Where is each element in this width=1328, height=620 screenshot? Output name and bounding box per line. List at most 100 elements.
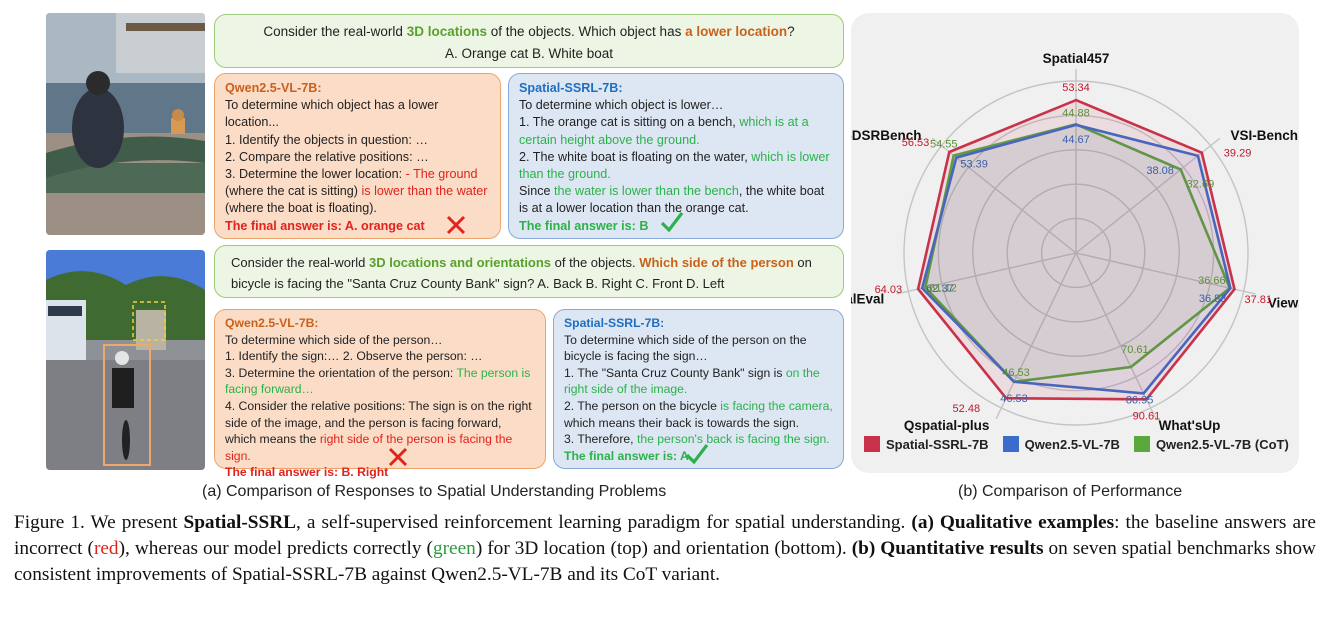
correct-reasoning: which is lower than the ground. bbox=[519, 149, 830, 182]
bottom-question-box: Consider the real-world 3D locations and… bbox=[214, 245, 844, 298]
caption-text: : the baseline answers are incorrect ( bbox=[14, 512, 1316, 559]
top-question: Consider the real-world 3D locations of … bbox=[215, 21, 843, 43]
caption-text: Figure 1. We present bbox=[14, 512, 184, 533]
grid-spoke bbox=[1075, 252, 1256, 295]
caption-text: on seven spatial benchmarks show consist… bbox=[14, 538, 1316, 585]
grid-spoke bbox=[1075, 137, 1221, 254]
caption-bold: (b) Quantitative results bbox=[851, 538, 1044, 559]
response-text: 1. The "Santa Cruz County Bank" sign is bbox=[564, 365, 786, 380]
bench-cat-photo bbox=[46, 13, 205, 235]
caption-red-word: red bbox=[93, 538, 119, 559]
response-line: To determine which object is lower… bbox=[519, 98, 724, 113]
response-step: 4. Consider the relative positions: The … bbox=[225, 398, 535, 464]
response-text: 3. Determine the lower location: bbox=[225, 167, 406, 182]
legend-swatch-ssrl bbox=[864, 436, 880, 452]
question-text: Consider the real-world bbox=[263, 24, 407, 39]
data-label: 36.83 bbox=[1199, 293, 1227, 305]
data-label: 70.61 bbox=[1121, 344, 1149, 356]
response-step: 2. The person on the bicycle is facing t… bbox=[564, 398, 833, 431]
legend-label: Qwen2.5-VL-7B (CoT) bbox=[1155, 436, 1289, 452]
correct-reasoning: the water is lower than the bench bbox=[554, 184, 739, 199]
response-text: (where the cat is sitting) bbox=[225, 184, 362, 199]
check-mark-icon bbox=[685, 444, 709, 465]
data-label: 36.66 bbox=[1198, 275, 1226, 287]
subcaption-a: (a) Comparison of Responses to Spatial U… bbox=[202, 483, 667, 500]
legend-swatch-qwen bbox=[1002, 436, 1019, 452]
data-label: 37.81 bbox=[1245, 294, 1273, 306]
data-label: 86.95 bbox=[1126, 394, 1154, 406]
legend-swatch-cot bbox=[1133, 436, 1150, 452]
response-step: 1. The "Santa Cruz County Bank" sign is … bbox=[564, 365, 833, 398]
final-answer: The final answer is: B bbox=[519, 218, 649, 233]
subcaption-b: (b) Comparison of Performance bbox=[958, 483, 1183, 500]
response-text: 2. The white boat is floating on the wat… bbox=[519, 149, 752, 164]
response-text: which means their back is towards the si… bbox=[564, 415, 800, 430]
bottom-qwen-response: Qwen2.5-VL-7B: To determine which side o… bbox=[214, 309, 546, 479]
response-text: 3. Determine the orientation of the pers… bbox=[225, 365, 457, 380]
final-answer: The final answer is: A. orange cat bbox=[225, 218, 425, 233]
question-highlight: 3D locations and orientations bbox=[369, 255, 552, 270]
cyclist-photo bbox=[46, 250, 205, 470]
caption-bold: (a) Qualitative examples bbox=[911, 512, 1115, 533]
check-mark-icon bbox=[660, 212, 684, 233]
response-step: 3. Determine the orientation of the pers… bbox=[225, 365, 535, 398]
response-title: Qwen2.5-VL-7B: bbox=[225, 81, 322, 95]
top-question-box: Consider the real-world 3D locations of … bbox=[214, 14, 844, 68]
response-line: To determine which object has a lower lo… bbox=[225, 98, 439, 130]
grid-spoke bbox=[1075, 252, 1157, 420]
axis-label: ViewSpatial bbox=[1268, 295, 1299, 310]
correct-reasoning: on the right side of the image. bbox=[564, 365, 820, 397]
data-label: 39.29 bbox=[1224, 148, 1252, 160]
response-line: To determine which side of the person on… bbox=[564, 332, 807, 364]
final-answer: The final answer is: A bbox=[564, 448, 689, 463]
legend-label: Spatial-SSRL-7B bbox=[886, 436, 989, 452]
response-line: 2. Compare the relative positions: … bbox=[225, 149, 429, 164]
response-title: Spatial-SSRL-7B: bbox=[564, 316, 665, 330]
wrong-reasoning: right side of the person is facing the s… bbox=[225, 432, 513, 463]
axis-label: 3DSRBench bbox=[851, 128, 922, 143]
radar-chart: Spatial457VSI-BenchViewSpatialWhat'sUpQs… bbox=[851, 51, 1299, 433]
cross-mark-icon bbox=[388, 447, 408, 467]
question-text: Consider the real-world bbox=[231, 255, 370, 270]
data-label: 46.53 bbox=[1002, 367, 1030, 379]
response-title: Spatial-SSRL-7B: bbox=[519, 81, 623, 95]
chart-legend: Spatial-SSRL-7B Qwen2.5-VL-7B Qwen2.5-VL… bbox=[864, 436, 1289, 452]
data-label: 64.03 bbox=[875, 284, 903, 296]
data-label: 62.37 bbox=[926, 283, 954, 295]
grid-spoke bbox=[995, 252, 1077, 420]
data-label: 44.88 bbox=[1062, 107, 1090, 119]
data-label: 52.48 bbox=[953, 403, 981, 415]
series-line bbox=[923, 122, 1232, 384]
reasoning-highlight: The person is facing forward… bbox=[225, 365, 531, 397]
wrong-reasoning: - The ground bbox=[405, 167, 478, 182]
final-answer: The final answer is: B. Right bbox=[225, 465, 389, 480]
caption-green-word: green bbox=[432, 538, 476, 559]
series-line bbox=[920, 123, 1232, 395]
caption-text: ), whereas our model predicts correctly … bbox=[118, 538, 433, 559]
data-label: 53.39 bbox=[960, 159, 988, 171]
response-text: 2. The person on the bicycle bbox=[564, 398, 721, 413]
data-label: 90.61 bbox=[1133, 410, 1161, 422]
question-highlight: a lower location bbox=[685, 24, 788, 39]
data-label: 56.53 bbox=[902, 137, 930, 149]
axis-label: Spatial457 bbox=[1043, 51, 1110, 66]
response-text: 1. The orange cat is sitting on a bench, bbox=[519, 115, 740, 130]
data-label: 32.69 bbox=[1187, 179, 1215, 191]
data-label: 54.55 bbox=[930, 139, 958, 151]
response-step: Since the water is lower than the bench,… bbox=[519, 183, 833, 217]
response-title: Qwen2.5-VL-7B: bbox=[225, 316, 319, 330]
response-text: 3. Therefore, bbox=[564, 432, 637, 447]
data-label: 53.34 bbox=[1062, 82, 1090, 94]
question-highlight: Which side of the person bbox=[639, 255, 794, 270]
response-step: 3. Determine the lower location: - The g… bbox=[225, 166, 490, 218]
axis-label: What'sUp bbox=[1159, 418, 1221, 433]
axis-label: SpatialEval bbox=[851, 291, 884, 306]
figure-caption: Figure 1. We present Spatial-SSRL, a sel… bbox=[14, 510, 1316, 588]
response-step: 2. The white boat is floating on the wat… bbox=[519, 149, 833, 183]
top-ssrl-response: Spatial-SSRL-7B: To determine which obje… bbox=[508, 73, 844, 239]
top-qwen-response: Qwen2.5-VL-7B: To determine which object… bbox=[214, 73, 501, 239]
data-label: 44.67 bbox=[1062, 134, 1090, 146]
wrong-reasoning: is lower than the water bbox=[361, 184, 488, 199]
response-text: Since bbox=[519, 184, 555, 199]
response-line: To determine which side of the person… bbox=[225, 332, 443, 347]
